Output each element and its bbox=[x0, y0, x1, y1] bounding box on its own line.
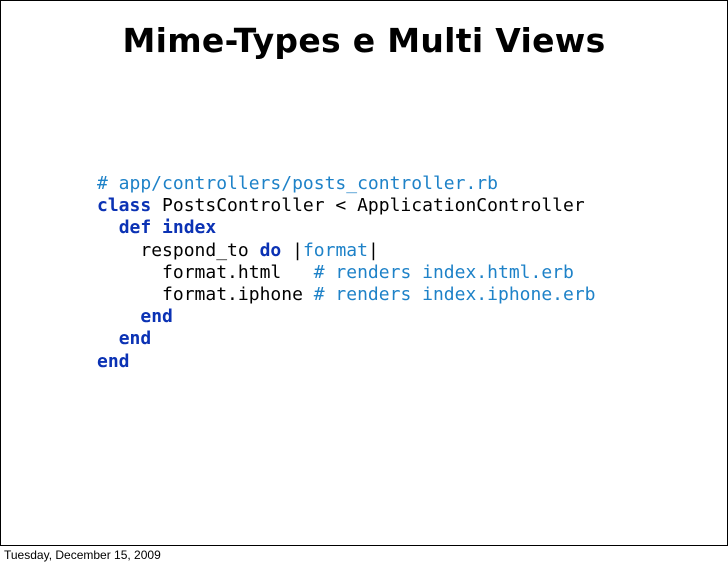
code-line: end bbox=[97, 351, 596, 373]
code-text: format.iphone bbox=[162, 283, 314, 305]
code-indent bbox=[97, 240, 140, 261]
slide-title: Mime-Types e Multi Views bbox=[122, 21, 606, 60]
code-text: | bbox=[367, 239, 379, 261]
code-text: respond_to bbox=[140, 239, 260, 261]
code-indent bbox=[97, 262, 162, 283]
code-text: | bbox=[281, 239, 303, 261]
code-line: respond_to do |format| bbox=[97, 240, 596, 262]
code-keyword: end bbox=[118, 328, 152, 350]
code-line: format.iphone # renders index.iphone.erb bbox=[97, 283, 596, 306]
code-line: def index bbox=[97, 217, 596, 239]
code-indent bbox=[97, 217, 119, 238]
code-text bbox=[151, 217, 162, 238]
code-keyword: end bbox=[97, 350, 130, 372]
slide: Mime-Types e Multi Views # app/controlle… bbox=[0, 0, 728, 546]
code-comment: # app/controllers/posts_controller.rb bbox=[97, 173, 498, 194]
footer-date: Tuesday, December 15, 2009 bbox=[4, 548, 161, 562]
code-block-variable: format bbox=[302, 239, 368, 261]
code-keyword: do bbox=[259, 239, 282, 261]
code-comment: # renders index.iphone.erb bbox=[313, 283, 596, 305]
code-line: # app/controllers/posts_controller.rb bbox=[97, 173, 596, 195]
code-indent bbox=[97, 306, 140, 327]
code-comment: # renders index.html.erb bbox=[313, 261, 574, 283]
code-line: end bbox=[97, 328, 596, 350]
code-line: format.html # renders index.html.erb bbox=[97, 262, 596, 284]
code-keyword: def bbox=[118, 217, 152, 239]
code-line: class PostsController < ApplicationContr… bbox=[97, 195, 596, 217]
code-method-name: index bbox=[162, 217, 217, 239]
code-keyword: end bbox=[140, 306, 173, 328]
code-indent bbox=[97, 328, 119, 349]
code-text: format.html bbox=[162, 261, 314, 283]
code-indent bbox=[97, 284, 162, 305]
code-line: end bbox=[97, 306, 596, 328]
code-text: PostsController < ApplicationController bbox=[151, 195, 585, 217]
code-keyword: class bbox=[97, 195, 152, 217]
